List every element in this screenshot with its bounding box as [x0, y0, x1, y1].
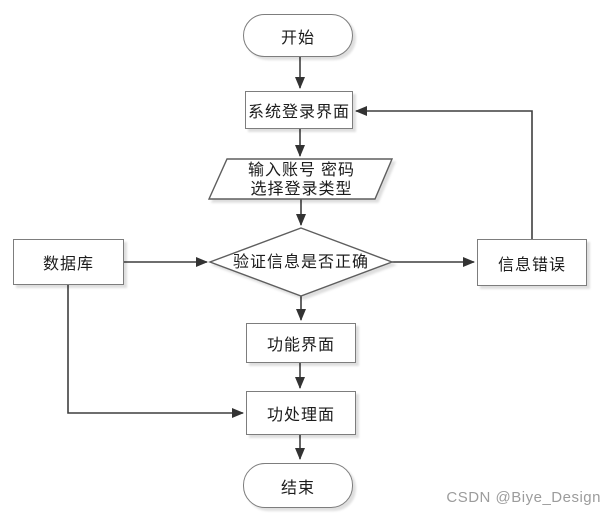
decision-node-text: 验证信息是否正确 [232, 254, 369, 271]
process-screen-label: 功处理面 [266, 407, 335, 424]
input-node-line2: 选择登录类型 [250, 181, 353, 198]
database-node: 数据库 [13, 239, 124, 285]
input-parallelogram-shape [207, 158, 394, 200]
login-screen-node: 系统登录界面 [245, 91, 353, 129]
end-label: 结束 [280, 479, 315, 497]
edge-error-login [355, 106, 533, 239]
csdn-watermark: CSDN @Biye_Design [446, 489, 601, 506]
start-node: 开始 [243, 14, 353, 57]
process-screen-node: 功处理面 [246, 391, 356, 435]
error-label: 信息错误 [497, 256, 566, 274]
end-node: 结束 [243, 463, 353, 508]
error-node: 信息错误 [477, 239, 587, 286]
function-screen-node: 功能界面 [246, 323, 356, 363]
function-screen-label: 功能界面 [266, 337, 335, 354]
edge-database-process [67, 285, 244, 418]
login-screen-label: 系统登录界面 [247, 104, 350, 121]
start-label: 开始 [280, 29, 315, 47]
decision-diamond-shape [207, 227, 395, 297]
database-label: 数据库 [42, 256, 94, 273]
input-node-line1: 输入账号 密码 [247, 162, 355, 179]
input-node-text: 输入账号 密码 选择登录类型 [224, 161, 379, 199]
